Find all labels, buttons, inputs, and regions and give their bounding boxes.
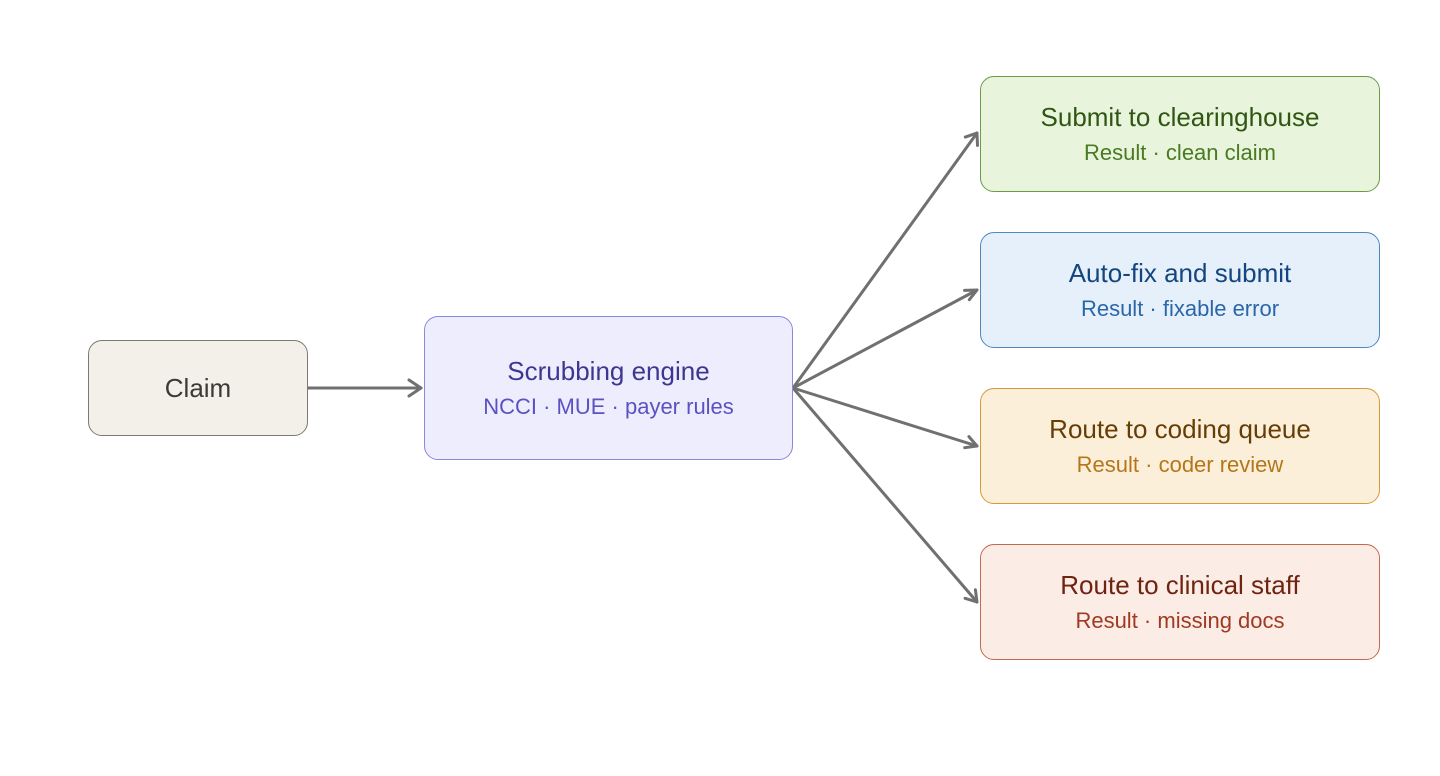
coding-queue-node-subtitle: Result · coder review	[1076, 452, 1284, 477]
scrubbing-engine-node-subtitle: NCCI · MUE · payer rules	[483, 394, 734, 419]
submit-clearinghouse-node-subtitle: Result · clean claim	[1084, 140, 1276, 165]
coding-queue-node-title: Route to coding queue	[1049, 414, 1311, 444]
edge-engine-to-autofix	[791, 288, 979, 390]
clinical-staff-node-title: Route to clinical staff	[1060, 570, 1300, 600]
coding-queue-node: Route to coding queue Result · coder rev…	[980, 388, 1380, 504]
edge-engine-to-clinical	[791, 386, 979, 604]
submit-clearinghouse-node-title: Submit to clearinghouse	[1040, 102, 1320, 132]
edge-engine-to-coding	[791, 386, 979, 450]
clinical-staff-node: Route to clinical staff Result · missing…	[980, 544, 1380, 660]
submit-clearinghouse-node: Submit to clearinghouse Result · clean c…	[980, 76, 1380, 192]
claim-node: Claim	[88, 340, 308, 436]
auto-fix-node-subtitle: Result · fixable error	[1080, 296, 1280, 321]
scrubbing-engine-node: Scrubbing engine NCCI · MUE · payer rule…	[424, 316, 793, 460]
edge-engine-to-submit	[791, 131, 979, 390]
edge-claim-to-engine	[306, 378, 423, 398]
scrubbing-engine-node-title: Scrubbing engine	[507, 356, 710, 386]
claim-node-title: Claim	[164, 373, 232, 403]
auto-fix-node: Auto-fix and submit Result · fixable err…	[980, 232, 1380, 348]
auto-fix-node-title: Auto-fix and submit	[1068, 258, 1292, 288]
clinical-staff-node-subtitle: Result · missing docs	[1075, 608, 1285, 633]
